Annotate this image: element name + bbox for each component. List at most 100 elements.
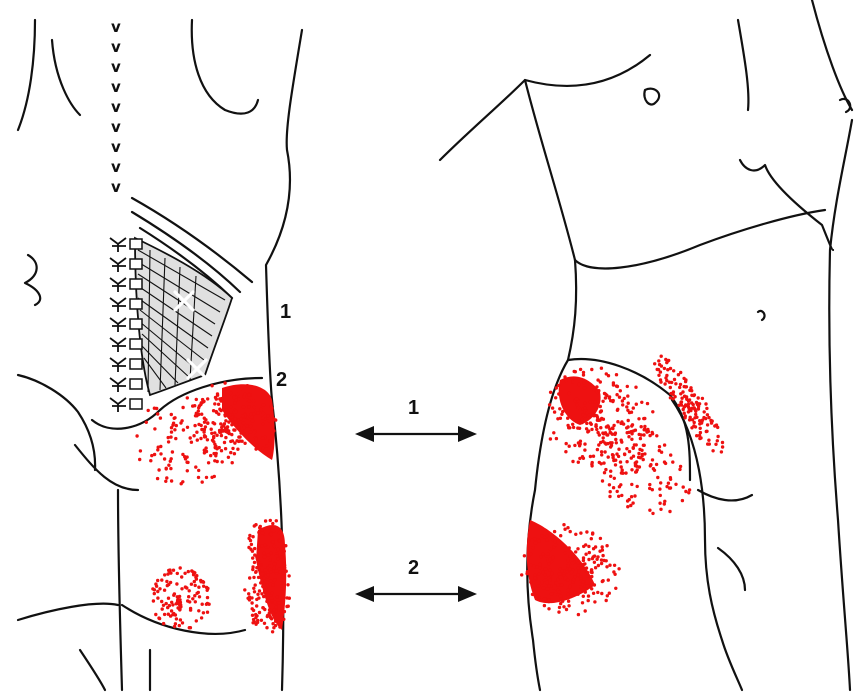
lumbar-vertebra-mark [110,398,126,412]
referred-pain-dot [560,569,563,572]
referred-pain-dot [621,472,624,475]
referred-pain-dot [595,385,598,388]
referred-pain-dot [173,417,176,420]
referred-pain-dot [602,436,605,439]
referred-pain-dot [660,451,663,454]
referred-pain-dot [614,438,617,441]
referred-pain-dot [720,450,723,453]
referred-pain-dot [598,461,601,464]
referred-pain-dot [549,548,552,551]
referred-pain-dot [176,606,179,609]
referred-pain-dot [600,562,603,565]
referred-pain-dot [574,370,577,373]
referred-pain-dot [577,406,580,409]
referred-pain-dot [257,560,260,563]
transverse-process-mark [130,399,142,409]
referred-pain-dot [655,434,658,437]
referred-pain-dot [600,409,603,412]
referred-pain-dot [548,568,551,571]
referred-pain-dot [220,449,223,452]
groin-crease [718,548,745,590]
referred-pain-dot [190,441,193,444]
referred-pain-dot [598,433,601,436]
lumbar-vertebra-mark [110,378,126,392]
referred-pain-dot [607,425,610,428]
referred-pain-dot [169,467,172,470]
referred-pain-dot [624,471,627,474]
referred-pain-dot [711,449,714,452]
referred-pain-dot [214,446,217,449]
referred-pain-dot [220,434,223,437]
referred-pain-dot [263,544,266,547]
referred-pain-dot [256,412,259,415]
referred-pain-dot [682,377,685,380]
referred-pain-dot [625,460,628,463]
referred-pain-dot [185,461,188,464]
referred-pain-dot [253,590,256,593]
referred-pain-dot [706,423,709,426]
referred-pain-dot [283,550,286,553]
referred-pain-dot [566,592,569,595]
referred-pain-dot [264,568,267,571]
referred-pain-dot [538,566,541,569]
referred-pain-dot [565,442,568,445]
referred-pain-dot [547,584,550,587]
referred-pain-dot [695,434,698,437]
referred-pain-dot [563,528,566,531]
referred-pain-dot [170,430,173,433]
referred-pain-dot [669,478,672,481]
referred-pain-dot [275,519,278,522]
referred-pain-dot [682,485,685,488]
left-scapula-outline [52,40,80,115]
referred-pain-dot [574,550,577,553]
referred-pain-dot [547,562,550,565]
right-buttock-fold [122,605,245,634]
quadratus-lumborum-muscle [135,238,232,395]
referred-pain-dot [648,483,651,486]
referred-pain-dot [579,368,582,371]
referred-pain-dot [549,437,552,440]
referred-pain-dot [163,457,166,460]
referred-pain-dot [167,440,170,443]
arrow-2 [355,586,477,602]
referred-pain-dot [640,425,643,428]
referred-pain-dot [537,573,540,576]
referred-pain-dot [246,384,249,387]
referred-pain-dot [251,550,254,553]
referred-pain-dot [701,397,704,400]
referred-pain-dot [545,581,548,584]
referred-pain-dot [703,410,706,413]
referred-pain-dot [242,421,245,424]
referred-pain-dot [204,418,207,421]
referred-pain-dot [607,578,610,581]
referred-pain-dot [219,409,222,412]
referred-pain-dot [692,406,695,409]
referred-pain-dot [531,593,534,596]
referred-pain-dot [224,419,227,422]
referred-pain-dot [206,421,209,424]
referred-pain-dot [568,546,571,549]
referred-pain-dot [671,460,674,463]
referred-pain-dot [186,469,189,472]
referred-pain-dot [270,533,273,536]
referred-pain-dot [608,395,611,398]
referred-pain-dot [184,585,187,588]
referred-pain-dot [251,556,254,559]
referred-pain-dot [592,414,595,417]
referred-pain-dot [626,394,629,397]
referred-pain-dot [206,596,209,599]
referred-pain-dot [195,398,198,401]
referred-pain-dot [229,392,232,395]
referred-pain-dot [181,621,184,624]
referred-pain-dot [278,539,281,542]
referred-pain-dot [694,425,697,428]
referred-pain-dot [574,533,577,536]
referred-pain-dot [269,552,272,555]
transverse-process-mark [130,279,142,289]
referred-pain-dot [526,570,529,573]
referred-pain-dot [227,420,230,423]
referred-pain-dot [149,459,152,462]
referred-pain-dot [553,530,556,533]
referred-pain-dot [603,450,606,453]
referred-pain-dot [274,620,277,623]
